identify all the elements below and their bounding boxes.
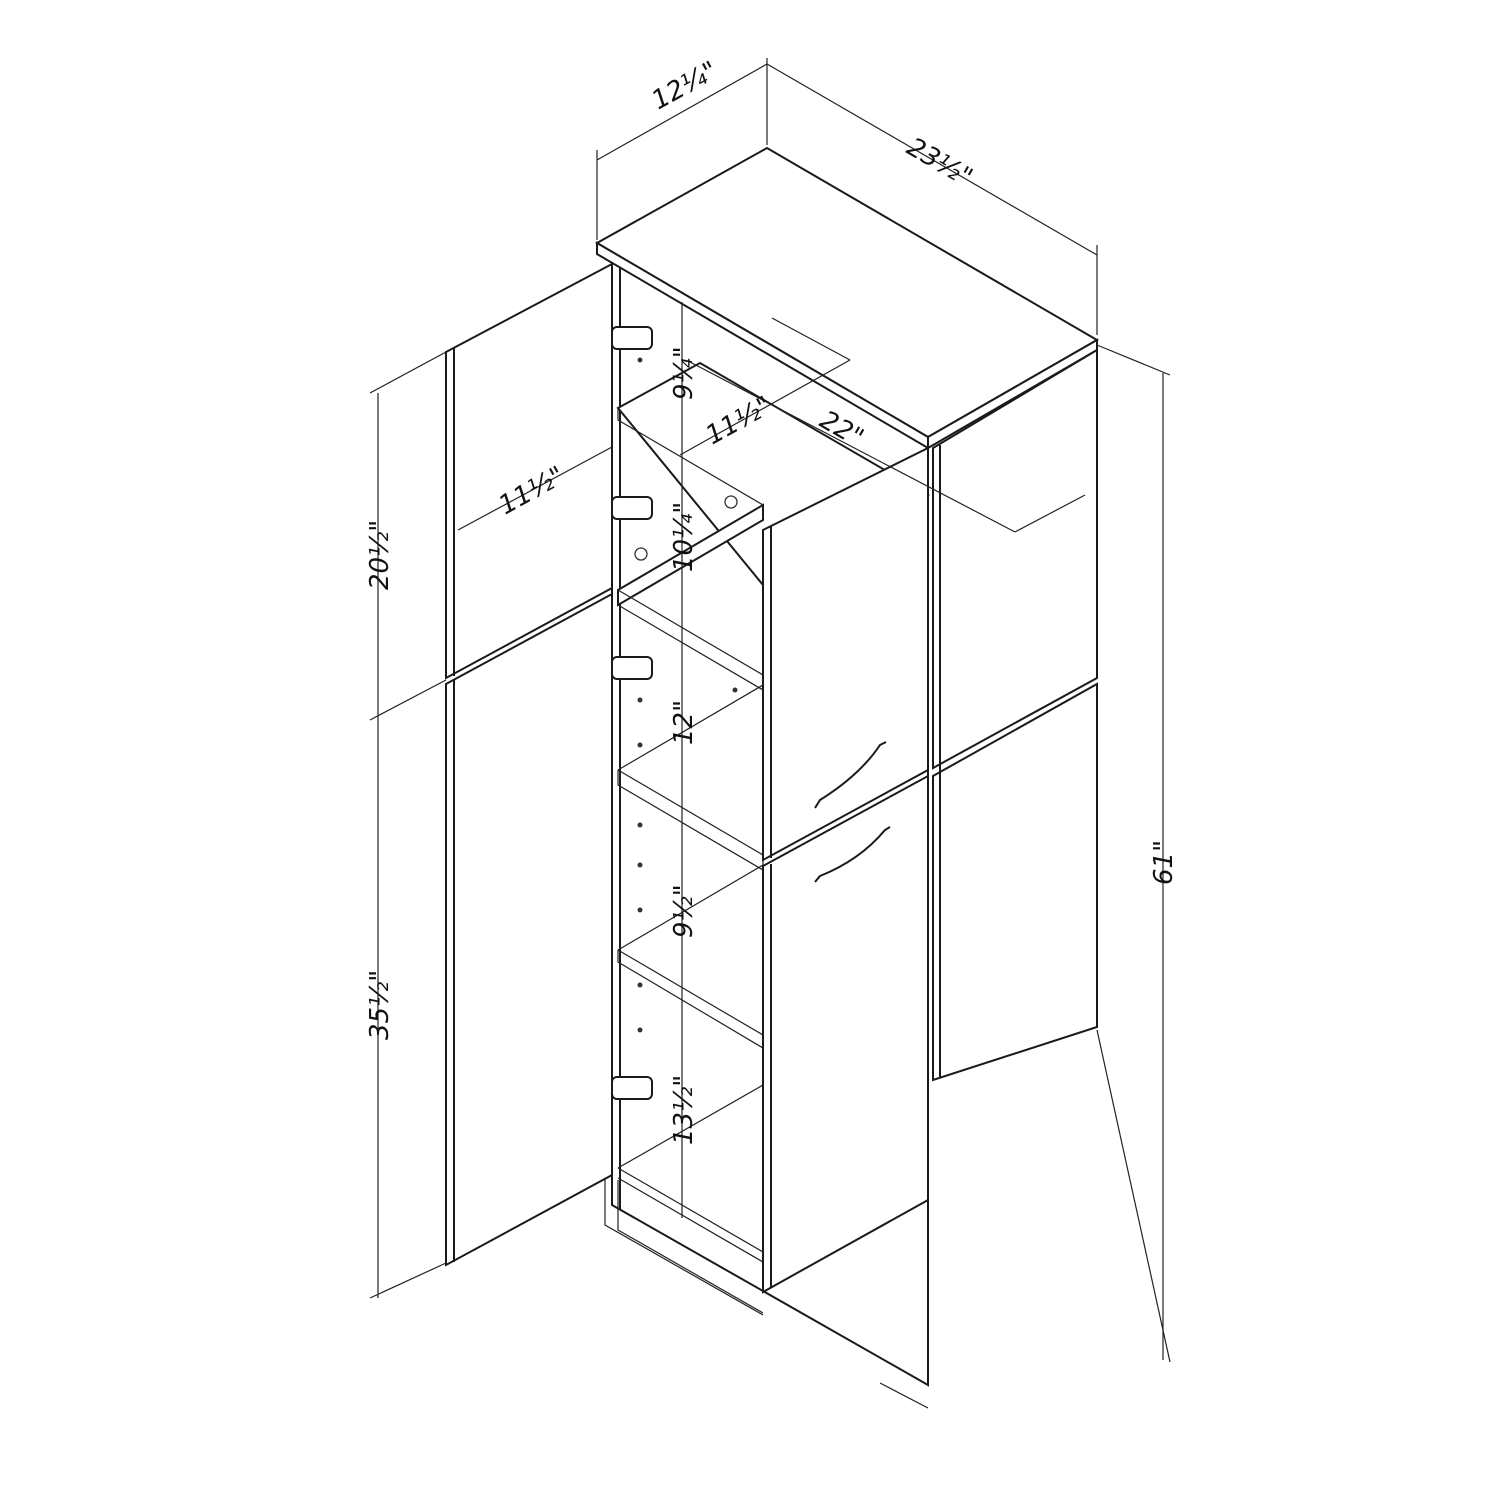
label-top-width: 23½" [902,132,978,193]
label-top-depth: 12¼" [647,56,723,116]
left-doors [445,262,613,1267]
upper-handle [814,741,887,809]
dimension-lines [369,58,1171,1363]
label-lower-door: 35½" [365,970,395,1040]
label-shelf-2: 10¼" [669,502,699,572]
middle-doors [762,446,929,1294]
label-total-height: 61" [1149,840,1179,885]
lower-handle [814,826,891,883]
label-shelf-4: 9½" [669,884,699,938]
right-doors [932,348,1098,1082]
dimension-labels: 12¼" 23½" 9¼" 11½" 22" 11½" 10¼" 20½" 12… [365,56,1179,1145]
label-shelf-3: 12" [669,700,699,745]
cabinet-top [594,146,1099,450]
label-shelf-1: 9¼" [669,346,699,400]
label-shelf-5: 13½" [669,1075,699,1145]
label-upper-door: 20½" [365,520,395,590]
